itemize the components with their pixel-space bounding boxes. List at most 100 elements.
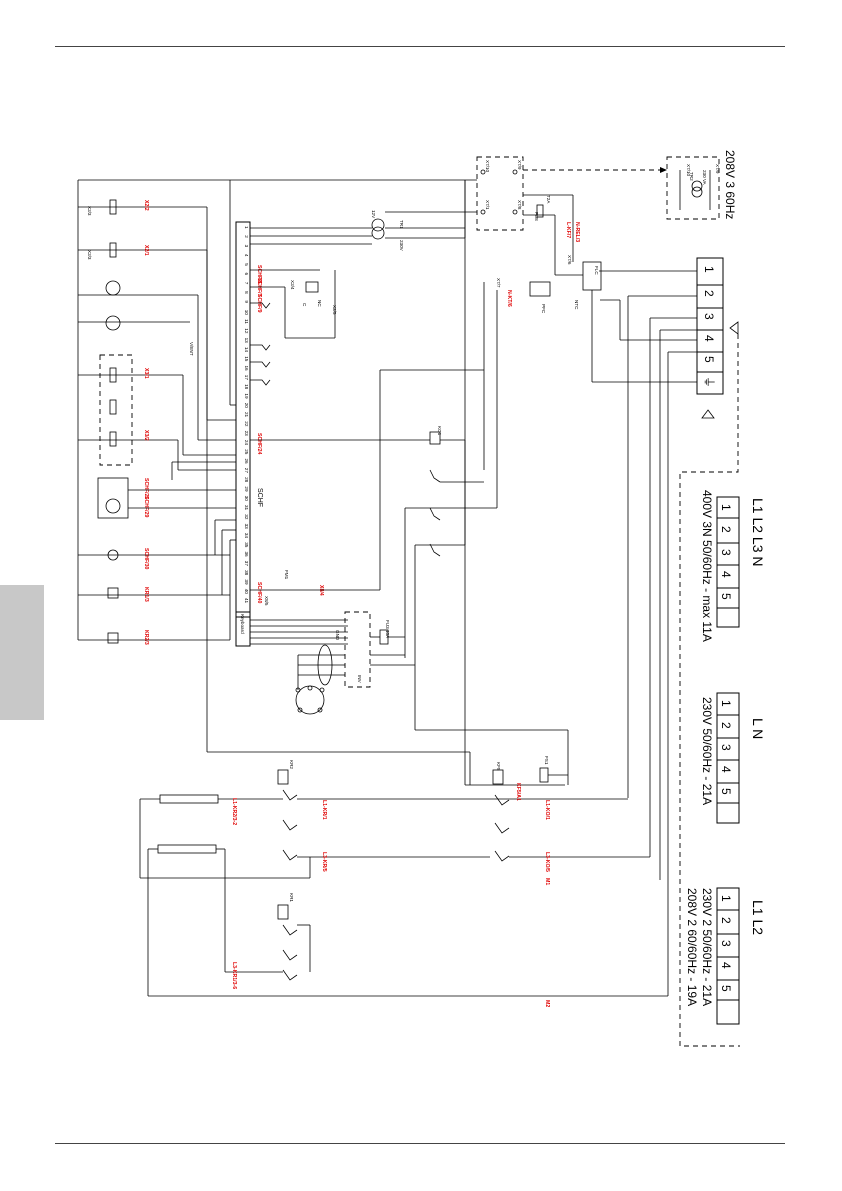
- heater-resistor-2: [157, 844, 217, 854]
- schf-pin-number: 20: [244, 403, 249, 409]
- kr1-coil: [107, 587, 119, 599]
- kf5-a1-label: KF5/A1: [515, 783, 521, 801]
- left-components: X2/3 X2/2 X2/3 X2/1 V/ENT X3/1 X3/2 SCHF…: [77, 179, 477, 645]
- kr2-coil: [107, 632, 119, 644]
- sensor-sb: [250, 344, 271, 351]
- schf-pin-number: 38: [244, 570, 249, 576]
- l3-ko5-label: L3-KO/5: [544, 852, 550, 872]
- fm1-fan-icon: [105, 280, 121, 296]
- m1-label: M1: [544, 878, 550, 885]
- schf-26-label: SCHF/26: [143, 478, 149, 499]
- supply-variant-400v: 1 2 3 4 5 L1 L2 L3 N 400V 3N 50/60Hz - m…: [700, 490, 766, 642]
- schf-pin-number: 14: [244, 347, 249, 353]
- schf-30-label: SCHF/30: [143, 548, 149, 569]
- schf-pin-number: 30: [244, 496, 249, 502]
- inverter: GND INV FU3 10A: [297, 611, 415, 690]
- kr2-3-label: KR2/3: [143, 630, 149, 645]
- svg-text:2: 2: [719, 917, 733, 924]
- schf-pin-number: 1: [244, 226, 249, 229]
- kf5-contactor-coil: [492, 769, 504, 785]
- schf-pin-number: 6: [244, 273, 249, 276]
- sensor-s11: [250, 361, 271, 368]
- schf-pin-number: 29: [244, 486, 249, 492]
- supply-label-208v3: 208V 3 60Hz: [723, 150, 737, 219]
- header-rule: [55, 46, 785, 47]
- variant2-phases: L N: [750, 718, 766, 739]
- flc-filter: FLC PFC NTC: [523, 194, 602, 314]
- schf-connector: SCHF 12345678910111213141516171819202122…: [235, 221, 263, 618]
- flc-box: [582, 261, 602, 291]
- tr2-va-label: 230 VA: [702, 170, 707, 186]
- x7-terminal-block: X7/10 X7/9 X7/1 X7/8: [476, 156, 524, 231]
- fs1-label: FS1: [544, 756, 549, 765]
- schf-pin-number: 10: [244, 310, 249, 316]
- ko1-label: KO1: [437, 426, 442, 436]
- schf-40-label: SCHF/40: [256, 582, 262, 603]
- fu8-fuse: [536, 204, 544, 218]
- schf-pin-number: 9: [244, 300, 249, 303]
- schf-pin-number: 24: [244, 440, 249, 446]
- pressure-switch: [305, 281, 319, 293]
- svg-text:4: 4: [719, 571, 733, 578]
- schf-pin-number: 12: [244, 328, 249, 334]
- ground-symbol: ⏚: [702, 376, 716, 388]
- supply-variants-outline: [679, 334, 740, 1047]
- pfc-label: PFC: [541, 304, 546, 314]
- keyboard-module: Keyboard: [235, 611, 348, 647]
- x7-9-tl: X7/9: [517, 160, 522, 170]
- x7-10-tl: X7/10: [485, 160, 490, 172]
- svg-text:3: 3: [719, 940, 733, 947]
- ko1-coil: [429, 431, 441, 445]
- x7-9-label: X7/9: [715, 164, 720, 174]
- l1-kr23-2-label: L1-KR2/3-2: [231, 798, 237, 825]
- schf-pin-number: 11: [244, 319, 249, 324]
- sensor-switches: NC C X2/4 X2/5: [250, 269, 337, 386]
- schf-pin-number: 19: [244, 393, 249, 399]
- schf-pin-number: 21: [244, 412, 249, 418]
- schf-pin-number: 15: [244, 356, 249, 362]
- kf5-label: KF5: [496, 762, 501, 771]
- x2-4-label: X2/4: [290, 280, 295, 290]
- tr2-coil-2: [691, 186, 703, 198]
- schf-left-wires: [171, 180, 236, 640]
- schf-pin-number: 39: [244, 579, 249, 585]
- kr1-3-label: KR1/3: [143, 587, 149, 602]
- n-kt6-label: N-KT/6: [506, 290, 512, 307]
- tr1-12v-label: 12V: [371, 210, 376, 219]
- main-terminal-frame: [696, 257, 724, 395]
- transformer-208v-box: [666, 156, 720, 220]
- svg-text:2: 2: [719, 722, 733, 729]
- schf-pin-number: 41: [244, 598, 249, 604]
- tr1-230v-label: 230V: [399, 240, 404, 252]
- kr2-contactor-coil: [277, 769, 289, 785]
- schf-pin-number: 17: [244, 375, 249, 381]
- main-power-wires: [591, 270, 697, 996]
- schf-29-label: SCHF/29: [143, 496, 149, 517]
- tr2-coil-1: [691, 180, 703, 192]
- ground-arrow-2: [701, 409, 715, 419]
- variant1-phases: L1 L2 L3 N: [750, 498, 766, 567]
- main-terminal-5: 5: [702, 356, 716, 363]
- x7-10-label: X7/10: [686, 164, 691, 176]
- x3-1-label: X3/1: [143, 368, 149, 379]
- ko1-relay: KO1: [250, 282, 498, 730]
- l1-kr1-label: L1-KR/1: [321, 800, 327, 820]
- flc-label: FLC: [594, 266, 599, 275]
- fm2-fan-icon: [105, 315, 121, 331]
- lamp-icon: [107, 549, 119, 561]
- t2a-label: T2A: [546, 195, 551, 204]
- l-kf7-label: L-KF/7: [565, 222, 571, 238]
- schf-pin-number: 37: [244, 561, 249, 567]
- keyboard-box: [235, 611, 251, 647]
- schf-label: SCHF: [256, 488, 263, 507]
- schf-pin-number: 32: [244, 514, 249, 520]
- svg-text:1: 1: [719, 895, 733, 902]
- main-terminal-block: 1 2 3 4 5 ⏚: [696, 257, 724, 395]
- schf-pin-number: 36: [244, 552, 249, 558]
- x2-2-label: X2/2: [143, 200, 149, 211]
- motor-icon: [105, 498, 121, 514]
- schf-pin-number: 3: [244, 245, 249, 248]
- schf-pin-number: 31: [244, 505, 249, 511]
